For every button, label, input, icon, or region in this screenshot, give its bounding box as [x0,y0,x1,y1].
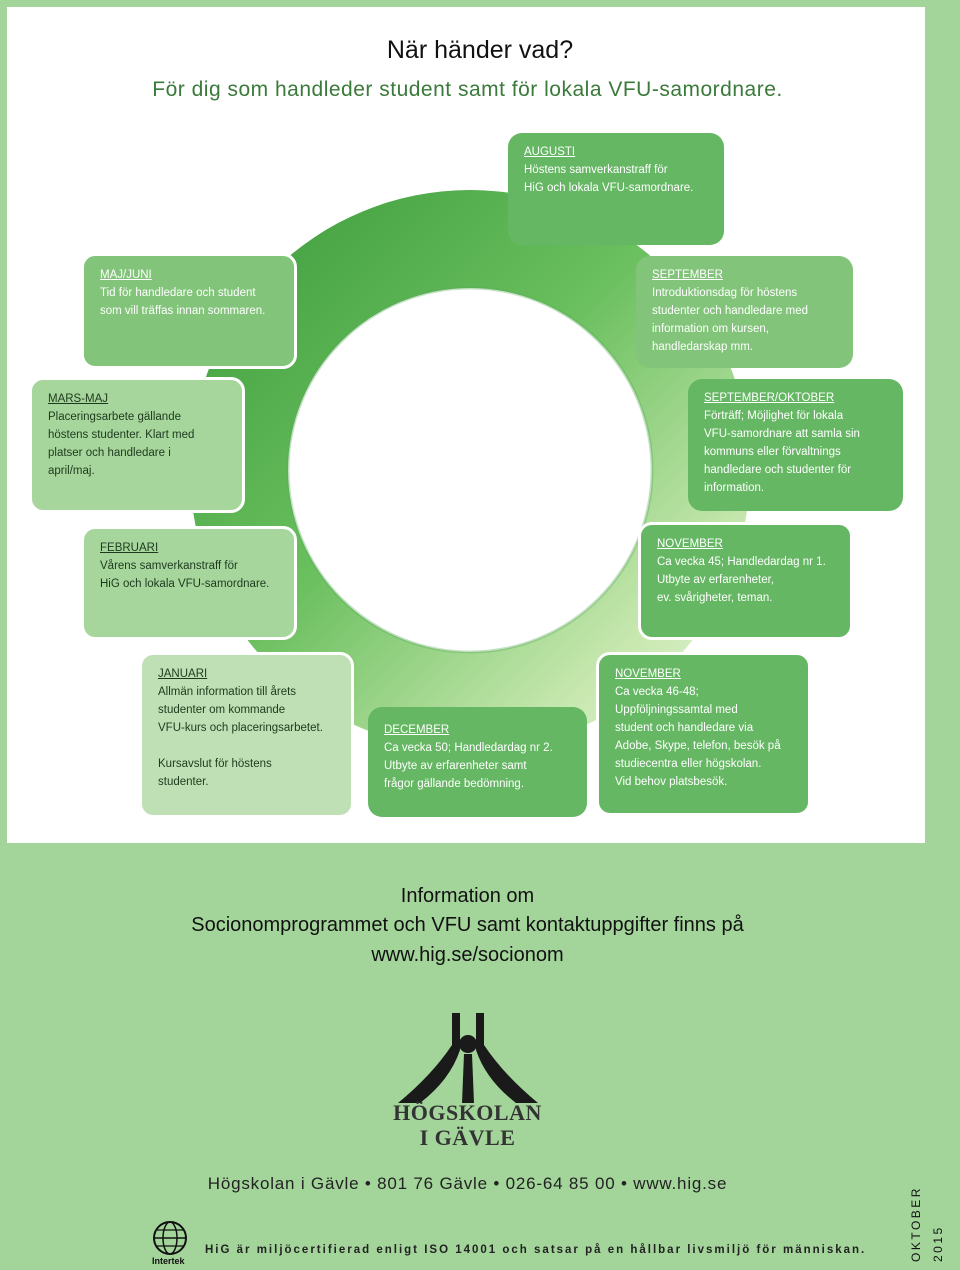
card-month: SEPTEMBER/OKTOBER [704,392,835,404]
info-line-1: Information om [400,885,535,907]
card-december: DECEMBER Ca vecka 50; Handledardag nr 2.… [368,707,587,817]
card-month: AUGUSTI [524,146,576,158]
card-text: Tid för handledare och student som vill … [100,287,266,317]
intertek-label: Intertek [152,1256,185,1266]
card-november-2: NOVEMBER Ca vecka 46-48; Uppföljningssam… [596,652,811,816]
logo-text-line-2: I GÄVLE [419,1125,516,1150]
card-text: Ca vecka 50; Handledardag nr 2. Utbyte a… [384,742,553,790]
certification-text: HiG är miljöcertifierad enligt ISO 14001… [205,1244,867,1256]
card-text: Placeringsarbete gällande höstens studen… [48,411,195,477]
side-date: OKTOBER 2015 [909,1186,945,1262]
card-month: NOVEMBER [615,668,681,680]
card-januari: JANUARI Allmän information till årets st… [139,652,354,818]
page-subtitle: För dig som handleder student samt för l… [152,78,783,101]
card-maj-juni: MAJ/JUNI Tid för handledare och student … [81,253,297,369]
card-februari: FEBRUARI Vårens samverkanstraff för HiG … [81,526,297,640]
card-text: Ca vecka 45; Handledardag nr 1. Utbyte a… [657,556,826,604]
card-month: SEPTEMBER [652,269,723,281]
card-text: Ca vecka 46-48; Uppföljningssamtal med s… [615,686,781,788]
card-month: DECEMBER [384,724,450,736]
logo-text-line-1: HÖGSKOLAN [393,1100,542,1125]
card-text: Vårens samverkanstraff för HiG och lokal… [100,560,270,590]
card-text: Förträff; Möjlighet för lokala VFU-samor… [704,410,860,494]
card-month: MAJ/JUNI [100,269,152,281]
contact-line: Högskolan i Gävle • 801 76 Gävle • 026-6… [207,1174,728,1193]
card-month: MARS-MAJ [48,393,109,405]
card-september: SEPTEMBER Introduktionsdag för höstens s… [636,256,853,368]
page-title: När händer vad? [386,36,574,64]
card-month: JANUARI [158,668,208,680]
card-text: Höstens samverkanstraff för HiG och loka… [524,164,694,194]
intertek-globe-icon [153,1221,187,1255]
card-month: NOVEMBER [657,538,723,550]
info-link[interactable]: www.hig.se/socionom [371,944,564,966]
year-cycle-ring [190,190,750,750]
card-text: Allmän information till årets studenter … [158,686,323,788]
card-augusti: AUGUSTI Höstens samverkanstraff för HiG … [508,133,724,245]
info-line-2: Socionomprogrammet och VFU samt kontaktu… [191,914,744,936]
card-mars-maj: MARS-MAJ Placeringsarbete gällande höste… [29,377,245,513]
card-text: Introduktionsdag för höstens studenter o… [652,287,808,353]
card-november-1: NOVEMBER Ca vecka 45; Handledardag nr 1.… [638,522,853,640]
hig-logo-icon [398,1013,538,1103]
card-month: FEBRUARI [100,542,159,554]
card-september-oktober: SEPTEMBER/OKTOBER Förträff; Möjlighet fö… [688,379,903,511]
